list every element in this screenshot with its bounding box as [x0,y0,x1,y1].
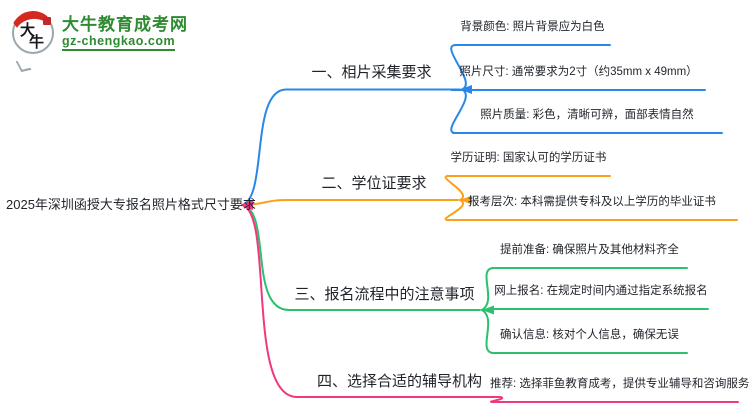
leaf-background-color[interactable]: 背景颜色: 照片背景应为白色 [460,21,605,33]
branch-2-connectors [241,175,738,221]
leaf-prepare-ahead[interactable]: 提前准备: 确保照片及其他材料齐全 [500,244,679,256]
leaf-photo-size[interactable]: 照片尺寸: 通常要求为2寸（约35mm x 49mm） [459,66,698,78]
leaf-recommendation[interactable]: 推荐: 选择菲鱼教育成考，提供专业辅导和咨询服务 [490,378,750,390]
logo-char-top: 大 [20,22,36,39]
branch-3-connectors [241,204,709,354]
central-topic[interactable]: 2025年深圳函授大专报名照片格式尺寸要求 [6,197,256,212]
center-arrow-icon [241,200,253,210]
site-name: 大牛教育成考网 [62,14,188,34]
branch-4-connectors [241,204,739,403]
branch-1-photo-collection[interactable]: 一、相片采集要求 [311,64,432,81]
leaf-diploma-proof[interactable]: 学历证明: 国家认可的学历证书 [450,152,607,164]
leaf-online-registration[interactable]: 网上报名: 在规定时间内通过指定系统报名 [494,285,708,297]
site-logo[interactable]: 大 牛 大牛教育成考网 gz-chengkao.com [12,12,188,73]
leaf-photo-quality[interactable]: 照片质量: 彩色，清晰可辨，面部表情自然 [480,109,694,121]
leaf-application-level[interactable]: 报考层次: 本科需提供专科及以上学历的毕业证书 [468,196,716,208]
site-url: gz-chengkao.com [62,34,176,52]
branch-4-tutoring-agency[interactable]: 四、选择合适的辅导机构 [316,373,482,390]
branch-1-connectors [241,44,723,206]
branch-3-registration-notes[interactable]: 三、报名流程中的注意事项 [294,286,475,303]
daniu-logo-icon: 大 牛 [12,12,54,54]
logo-char-bottom: 牛 [29,34,45,51]
branch-2-degree-certificate[interactable]: 二、学位证要求 [321,175,427,192]
leaf-confirm-info[interactable]: 确认信息: 核对个人信息，确保无误 [500,329,679,341]
